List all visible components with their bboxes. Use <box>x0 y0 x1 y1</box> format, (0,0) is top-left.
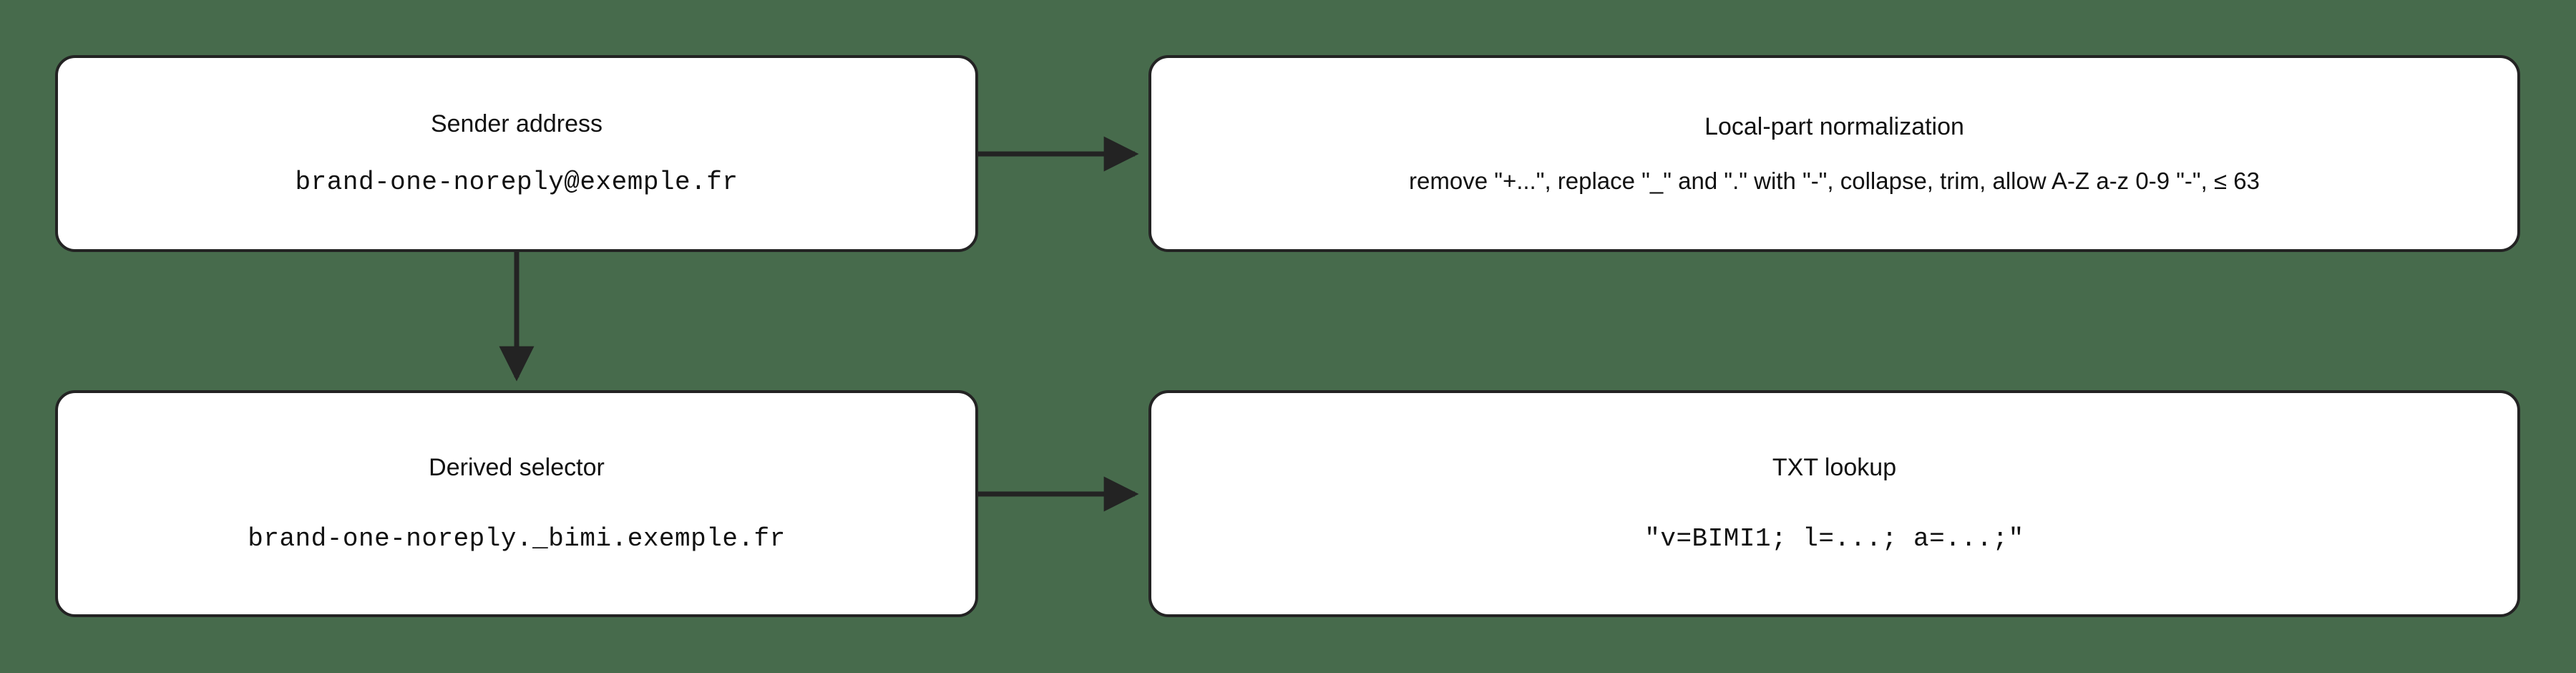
node-txt-lookup-title: TXT lookup <box>1772 453 1897 481</box>
node-txt-lookup-detail: "v=BIMI1; l=...; a=...;" <box>1644 524 2024 554</box>
node-derived-selector[interactable]: Derived selector brand-one-noreply._bimi… <box>55 390 978 617</box>
node-sender-address-detail: brand-one-noreply@exemple.fr <box>295 168 738 198</box>
node-derived-selector-title: Derived selector <box>429 453 605 481</box>
node-local-part-normalization[interactable]: Local-part normalization remove "+...", … <box>1148 55 2520 252</box>
node-local-part-normalization-detail: remove "+...", replace "_" and "." with … <box>1409 168 2260 195</box>
node-sender-address[interactable]: Sender address brand-one-noreply@exemple… <box>55 55 978 252</box>
node-local-part-normalization-title: Local-part normalization <box>1704 112 1964 140</box>
node-derived-selector-detail: brand-one-noreply._bimi.exemple.fr <box>248 524 786 554</box>
node-txt-lookup[interactable]: TXT lookup "v=BIMI1; l=...; a=...;" <box>1148 390 2520 617</box>
node-sender-address-title: Sender address <box>430 110 603 137</box>
